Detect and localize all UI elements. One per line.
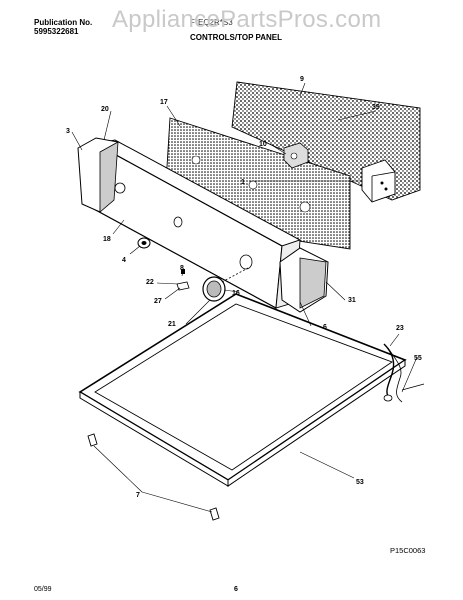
footer-date: 05/99 bbox=[34, 586, 52, 593]
end-cap-right-part-31 bbox=[279, 247, 329, 313]
timer-module-part-1 bbox=[361, 159, 396, 203]
small-parts-22-27 bbox=[176, 269, 190, 291]
footer-page: 6 bbox=[234, 586, 238, 593]
callout-1: 1 bbox=[241, 179, 245, 186]
model-number: F*EQ2R*S3 bbox=[190, 18, 233, 27]
callout-55: 55 bbox=[414, 355, 422, 362]
wire-harness-part-23 bbox=[383, 343, 425, 403]
publication-number: 5995322681 bbox=[34, 27, 79, 36]
callout-16: 16 bbox=[232, 290, 240, 297]
diagram-code: P15C0063 bbox=[390, 546, 426, 555]
callout-21: 21 bbox=[168, 321, 176, 328]
callout-53: 53 bbox=[356, 479, 364, 486]
knob-part-4 bbox=[137, 237, 151, 249]
switch-part-10 bbox=[283, 142, 309, 169]
hinge-part-7-right bbox=[209, 507, 220, 521]
callout-20: 20 bbox=[101, 106, 109, 113]
callout-3: 3 bbox=[66, 128, 70, 135]
publication-label: Publication No. bbox=[34, 18, 93, 27]
hinge-part-7-left bbox=[87, 433, 98, 447]
callout-10: 10 bbox=[259, 141, 267, 148]
callout-4: 4 bbox=[122, 257, 126, 264]
callout-23: 23 bbox=[396, 325, 404, 332]
top-panel-part-53 bbox=[78, 293, 407, 487]
callout-27: 27 bbox=[154, 298, 162, 305]
callout-39: 39 bbox=[372, 104, 380, 111]
callout-8: 8 bbox=[180, 265, 184, 272]
callout-6: 6 bbox=[323, 324, 327, 331]
end-cap-left-part-3 bbox=[77, 137, 120, 213]
dial-part-16 bbox=[202, 267, 249, 302]
callout-labels: 9 20 17 39 3 10 1 18 4 22 8 27 16 21 31 … bbox=[66, 76, 422, 499]
leader-lines bbox=[71, 82, 418, 513]
callout-9: 9 bbox=[300, 76, 304, 83]
callout-18: 18 bbox=[103, 236, 111, 243]
callout-31: 31 bbox=[348, 297, 356, 304]
section-title: CONTROLS/TOP PANEL bbox=[190, 33, 283, 42]
callout-7: 7 bbox=[136, 492, 140, 499]
callout-17: 17 bbox=[160, 99, 168, 106]
watermark: AppliancePartsPros.com bbox=[112, 6, 382, 33]
callout-22: 22 bbox=[146, 279, 154, 286]
